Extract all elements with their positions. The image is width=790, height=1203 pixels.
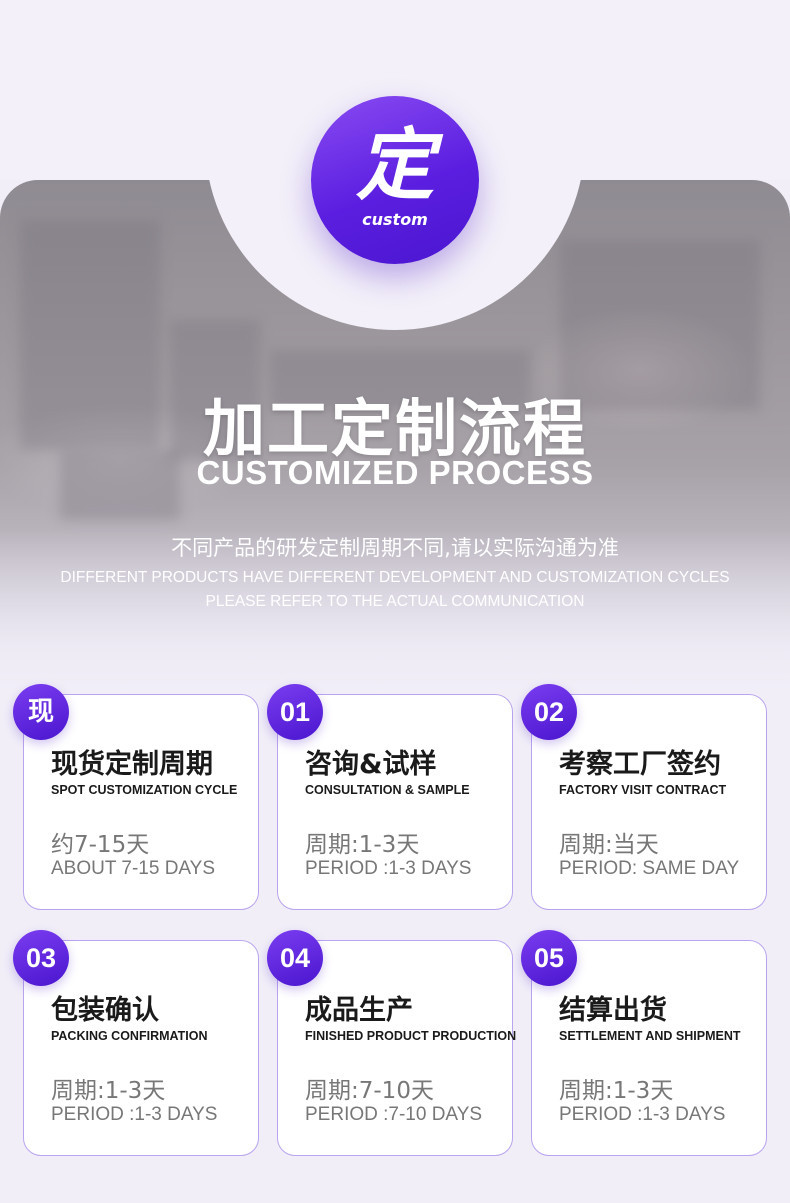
step-period: 周期:1-3天	[305, 832, 420, 858]
step-period-en: ABOUT 7-15 DAYS	[51, 858, 216, 879]
step-name-en: CONSULTATION & SAMPLE	[305, 783, 470, 797]
step-name: 包装确认	[51, 995, 159, 1026]
step-name-en: SETTLEMENT AND SHIPMENT	[559, 1029, 741, 1043]
step-period: 周期:当天	[559, 832, 659, 858]
step-period-en: PERIOD :7-10 DAYS	[305, 1104, 483, 1125]
factory-photo-banner	[0, 180, 790, 700]
step-badge: 04	[267, 930, 323, 986]
step-name: 考察工厂签约	[559, 749, 721, 780]
page-title: 加工定制流程	[202, 392, 587, 465]
step-period-en: PERIOD :1-3 DAYS	[559, 1104, 726, 1125]
step-badge: 02	[521, 684, 577, 740]
step-name: 咨询&试样	[305, 749, 437, 780]
step-period-en: PERIOD :1-3 DAYS	[305, 858, 472, 879]
emblem-char: 定	[355, 121, 434, 211]
step-name-en: FINISHED PRODUCT PRODUCTION	[305, 1029, 517, 1043]
subtitle-en-line1: DIFFERENT PRODUCTS HAVE DIFFERENT DEVELO…	[60, 569, 730, 586]
subtitle-en-line2: PLEASE REFER TO THE ACTUAL COMMUNICATION	[205, 593, 585, 610]
custom-emblem: 定 custom	[311, 96, 479, 264]
step-name: 结算出货	[559, 995, 667, 1026]
page-title-en: CUSTOMIZED PROCESS	[196, 454, 594, 491]
subtitle: 不同产品的研发定制周期不同,请以实际沟通为准	[171, 536, 619, 560]
step-name-en: SPOT CUSTOMIZATION CYCLE	[51, 783, 238, 797]
step-name-en: PACKING CONFIRMATION	[51, 1029, 208, 1043]
emblem-word: custom	[362, 210, 428, 229]
step-period: 周期:1-3天	[559, 1078, 674, 1104]
step-badge: 现	[13, 684, 69, 740]
step-badge: 01	[267, 684, 323, 740]
step-name: 现货定制周期	[51, 749, 213, 780]
step-period: 约7-15天	[51, 832, 150, 858]
step-period: 周期:1-3天	[51, 1078, 166, 1104]
step-badge: 03	[13, 930, 69, 986]
step-period-en: PERIOD :1-3 DAYS	[51, 1104, 218, 1125]
step-period: 周期:7-10天	[305, 1078, 434, 1104]
step-period-en: PERIOD: SAME DAY	[559, 858, 740, 879]
step-name: 成品生产	[305, 995, 413, 1026]
step-badge: 05	[521, 930, 577, 986]
step-name-en: FACTORY VISIT CONTRACT	[559, 783, 727, 797]
